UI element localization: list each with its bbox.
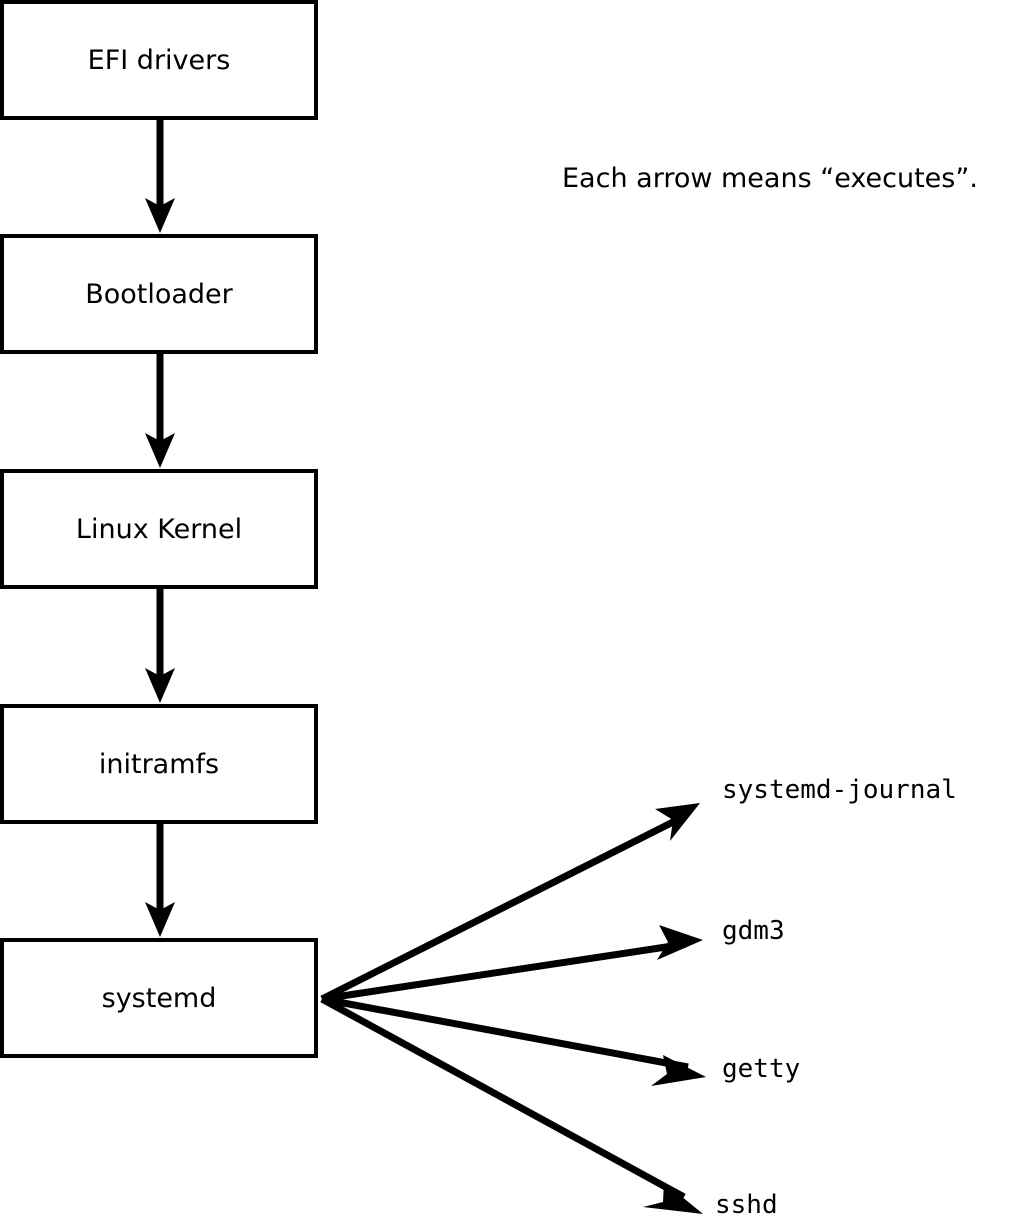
leaf-label-getty: getty [722,1054,801,1084]
node-efi-drivers[interactable]: EFI drivers [0,0,318,120]
node-label-systemd: systemd [101,982,217,1014]
arrow-systemd-to-sshd [320,995,703,1214]
leaf-label-sshd: sshd [715,1190,778,1220]
leaf-label-gdm3: gdm3 [722,916,785,946]
arrow-initramfs-to-systemd [145,824,175,937]
node-bootloader[interactable]: Bootloader [0,234,318,354]
arrow-bootloader-to-linux-kernel [145,354,175,468]
arrow-linux-kernel-to-initramfs [145,589,175,703]
arrow-systemd-to-gdm3 [321,925,703,1003]
arrow-systemd-to-getty [321,995,706,1086]
arrow-efi-drivers-to-bootloader [145,120,175,233]
node-initramfs[interactable]: initramfs [0,704,318,824]
node-label-linux-kernel: Linux Kernel [75,513,243,545]
leaf-label-systemd-journal: systemd-journal [722,775,957,805]
arrow-systemd-to-systemd-journal [320,803,700,1003]
node-label-efi-drivers: EFI drivers [87,44,231,76]
node-label-bootloader: Bootloader [85,278,233,310]
node-label-initramfs: initramfs [98,748,220,780]
diagram-caption: Each arrow means “executes”. [562,163,978,194]
node-systemd[interactable]: systemd [0,938,318,1058]
node-linux-kernel[interactable]: Linux Kernel [0,469,318,589]
